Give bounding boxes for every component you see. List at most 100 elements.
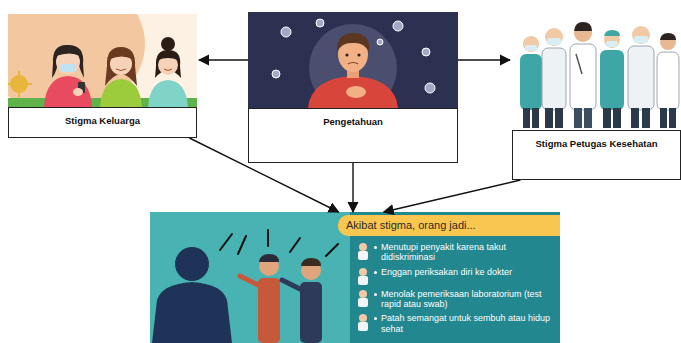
person-icon [356, 313, 370, 331]
girl-figure-part [44, 76, 92, 107]
flow-arrow [384, 180, 521, 212]
shout-marks-part [267, 230, 269, 246]
girl-figure-part [164, 69, 172, 71]
bullet-item: Menolak pemeriksaan laboratorium (test r… [356, 289, 556, 310]
worker-figure-part [603, 108, 611, 128]
person-icon [356, 267, 370, 285]
virus-icons-part [272, 70, 280, 78]
worker-figure-part [660, 33, 676, 40]
health-workers-illustration [512, 14, 681, 130]
bullet-text: Patah semangat untuk sembuh atau hidup s… [356, 313, 556, 334]
girl-figure-part [148, 80, 188, 107]
worker-figure-part [628, 46, 654, 110]
worker-figure-part [613, 108, 621, 128]
worker-figure-part [600, 50, 624, 110]
worker-figure-part [574, 22, 592, 31]
arrow-left [199, 59, 248, 60]
virus-icons-part [377, 39, 383, 45]
worker-figure-part [545, 108, 553, 128]
flow-arrow [352, 163, 353, 212]
victim-figure [152, 247, 232, 343]
worker-figure-part [660, 34, 676, 50]
man-figure-part [357, 53, 360, 56]
icon-body [358, 251, 368, 260]
worker-figure [570, 22, 596, 128]
family-illustration-part [8, 14, 145, 107]
worker-figure [628, 26, 654, 128]
worker-figure-part [634, 36, 648, 43]
worker-figure-part [570, 44, 596, 110]
bullet-item: Patah semangat untuk sembuh atau hidup s… [356, 313, 556, 334]
shout-marks-part [238, 236, 246, 254]
pointing-man-part [259, 254, 279, 262]
shout-marks-part [290, 238, 300, 252]
person-icon [356, 242, 370, 260]
bullet-dot [374, 271, 377, 274]
pointing-man-part [240, 276, 260, 286]
consequence-panel: Akibat stigma, orang jadi... Menutupi pen… [150, 212, 560, 343]
girl-figure-part [105, 47, 137, 86]
worker-figure-part [632, 26, 650, 44]
pointing-man-part [301, 258, 321, 266]
virus-icon [8, 71, 32, 97]
concept-box: Stigma Petugas Kesehatan [512, 130, 681, 180]
man-figure-part [346, 86, 366, 98]
health-workers-illustration-part [512, 14, 681, 130]
worker-figure-part [576, 54, 582, 74]
worker-figure-part [660, 108, 667, 128]
pointing-man-part [282, 280, 302, 290]
girl-figure-part [155, 50, 181, 78]
bullet-text: Enggan periksakan diri ke dokter [356, 267, 556, 277]
pointing-man [240, 254, 280, 343]
worker-figure-part [545, 28, 563, 46]
man-figure-part [337, 33, 369, 52]
girl-figure-part [158, 53, 178, 60]
worker-figure [600, 30, 624, 128]
worker-figure-part [523, 108, 530, 128]
virus-icons-part [316, 19, 324, 27]
icon-head [359, 314, 367, 322]
worker-figure [657, 33, 679, 128]
icon-body [358, 298, 368, 307]
victim-figure-part [152, 282, 232, 343]
virus-icons-part [281, 27, 291, 37]
worker-figure-part [523, 36, 539, 52]
girl-figure [148, 37, 188, 107]
bullet-text: Menutupi penyakit karena takut didiskrim… [356, 242, 556, 263]
shout-marks [220, 230, 338, 256]
bullet-dot [374, 293, 377, 296]
worker-figure-part [532, 108, 539, 128]
bullet-dot [374, 246, 377, 249]
man-figure-part [308, 76, 398, 108]
icon-head [359, 290, 367, 298]
sick-man-illustration [248, 12, 458, 108]
worker-figure-part [584, 108, 592, 128]
person-icon [356, 289, 370, 307]
girl-figure-part [52, 45, 84, 78]
victim-figure-part [175, 247, 209, 281]
stigma-panel-illustration-part [150, 212, 560, 343]
bullet-text: Menolak pemeriksaan laboratorium (test r… [356, 289, 556, 310]
worker-figure [520, 36, 542, 128]
bullet-item: Menutupi penyakit karena takut didiskrim… [356, 242, 556, 263]
girl-figure-part [60, 64, 76, 72]
panel-title: Akibat stigma, orang jadi... [338, 215, 560, 236]
icon-body [358, 322, 368, 331]
girl-figure-part [56, 47, 80, 56]
worker-figure-part [631, 108, 639, 128]
icon-head [359, 243, 367, 251]
family-illustration [8, 14, 197, 107]
worker-figure-part [606, 41, 618, 47]
shout-marks-part [326, 244, 338, 256]
man-figure-part [345, 53, 348, 56]
girl-figure-part [110, 50, 132, 59]
bullet-dot [374, 317, 377, 320]
box-label: Stigma Keluarga [15, 115, 190, 126]
box-label: Pengetahuan [255, 116, 451, 127]
icon-body [358, 276, 368, 285]
girl-figure-part [161, 37, 175, 51]
girl-figure [44, 45, 92, 107]
virus-icons-part [425, 83, 435, 93]
worker-figure-part [555, 108, 563, 128]
